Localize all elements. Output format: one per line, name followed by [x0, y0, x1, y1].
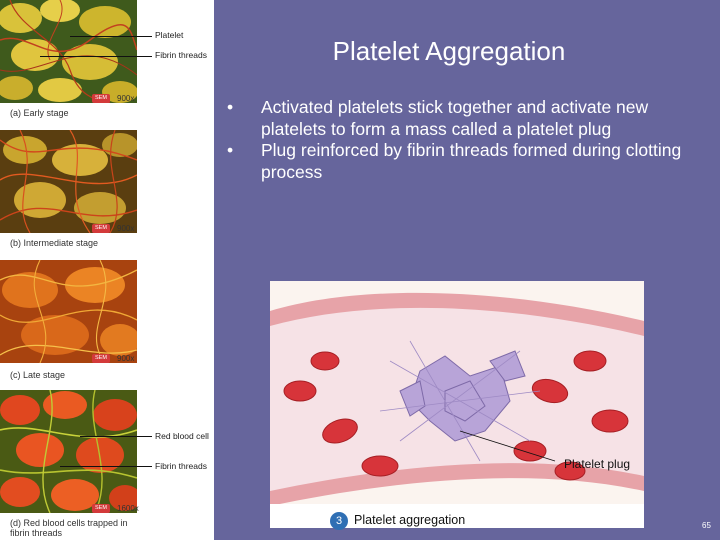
- panel-caption: (b) Intermediate stage: [10, 238, 99, 248]
- bullet-list: • Activated platelets stick together and…: [224, 97, 704, 183]
- fibrin-threads-label-bottom: Fibrin threads: [155, 461, 207, 471]
- platelet-leader-line: [70, 36, 152, 37]
- micrograph-late-stage: [0, 260, 137, 363]
- panel-caption: (c) Late stage: [10, 370, 66, 380]
- micrograph-intermediate-stage: [0, 130, 137, 233]
- magnification-label: 900x: [117, 354, 135, 363]
- panel-caption: (a) Early stage: [10, 108, 69, 118]
- red-blood-cell-leader-line: [80, 436, 152, 437]
- figure-column: Platelet Fibrin threads SEM 900x (a) Ear…: [0, 0, 214, 540]
- bullet-text: Activated platelets stick together and a…: [261, 97, 649, 139]
- sem-badge: SEM: [92, 224, 110, 233]
- fibrin-leader-line-bottom: [60, 466, 152, 467]
- magnification-label: 900x: [117, 224, 135, 233]
- panel-caption: (d) Red blood cells trapped in fibrin th…: [10, 518, 128, 538]
- bullet-item: • Plug reinforced by fibrin threads form…: [224, 140, 704, 183]
- slide-title: Platelet Aggregation: [332, 36, 566, 66]
- fibrin-threads-label-top: Fibrin threads: [155, 50, 207, 60]
- magnification-label: 1600x: [117, 504, 139, 513]
- red-blood-cell-label: Red blood cell: [155, 431, 209, 441]
- sem-badge: SEM: [92, 94, 110, 103]
- slide-panel: Platelet Aggregation • Activated platele…: [214, 0, 720, 540]
- platelet-plug-label: Platelet plug: [564, 457, 631, 471]
- bullet-text: Plug reinforced by fibrin threads formed…: [261, 140, 682, 182]
- bullet-item: • Activated platelets stick together and…: [224, 97, 704, 140]
- step-number-badge: 3: [330, 512, 348, 530]
- platelet-aggregation-illustration: [270, 281, 644, 528]
- bullet-icon: •: [227, 140, 234, 160]
- sem-badge: SEM: [92, 504, 110, 513]
- sem-badge: SEM: [92, 354, 110, 363]
- micrograph-early-stage: [0, 0, 137, 103]
- bullet-icon: •: [227, 97, 234, 117]
- micrograph-trapped-red-cells: [0, 390, 137, 513]
- fibrin-leader-line-top: [40, 56, 152, 57]
- platelet-label: Platelet: [155, 30, 184, 40]
- page-number: 65: [702, 521, 711, 530]
- step-label: Platelet aggregation: [354, 513, 466, 527]
- magnification-label: 900x: [117, 94, 135, 103]
